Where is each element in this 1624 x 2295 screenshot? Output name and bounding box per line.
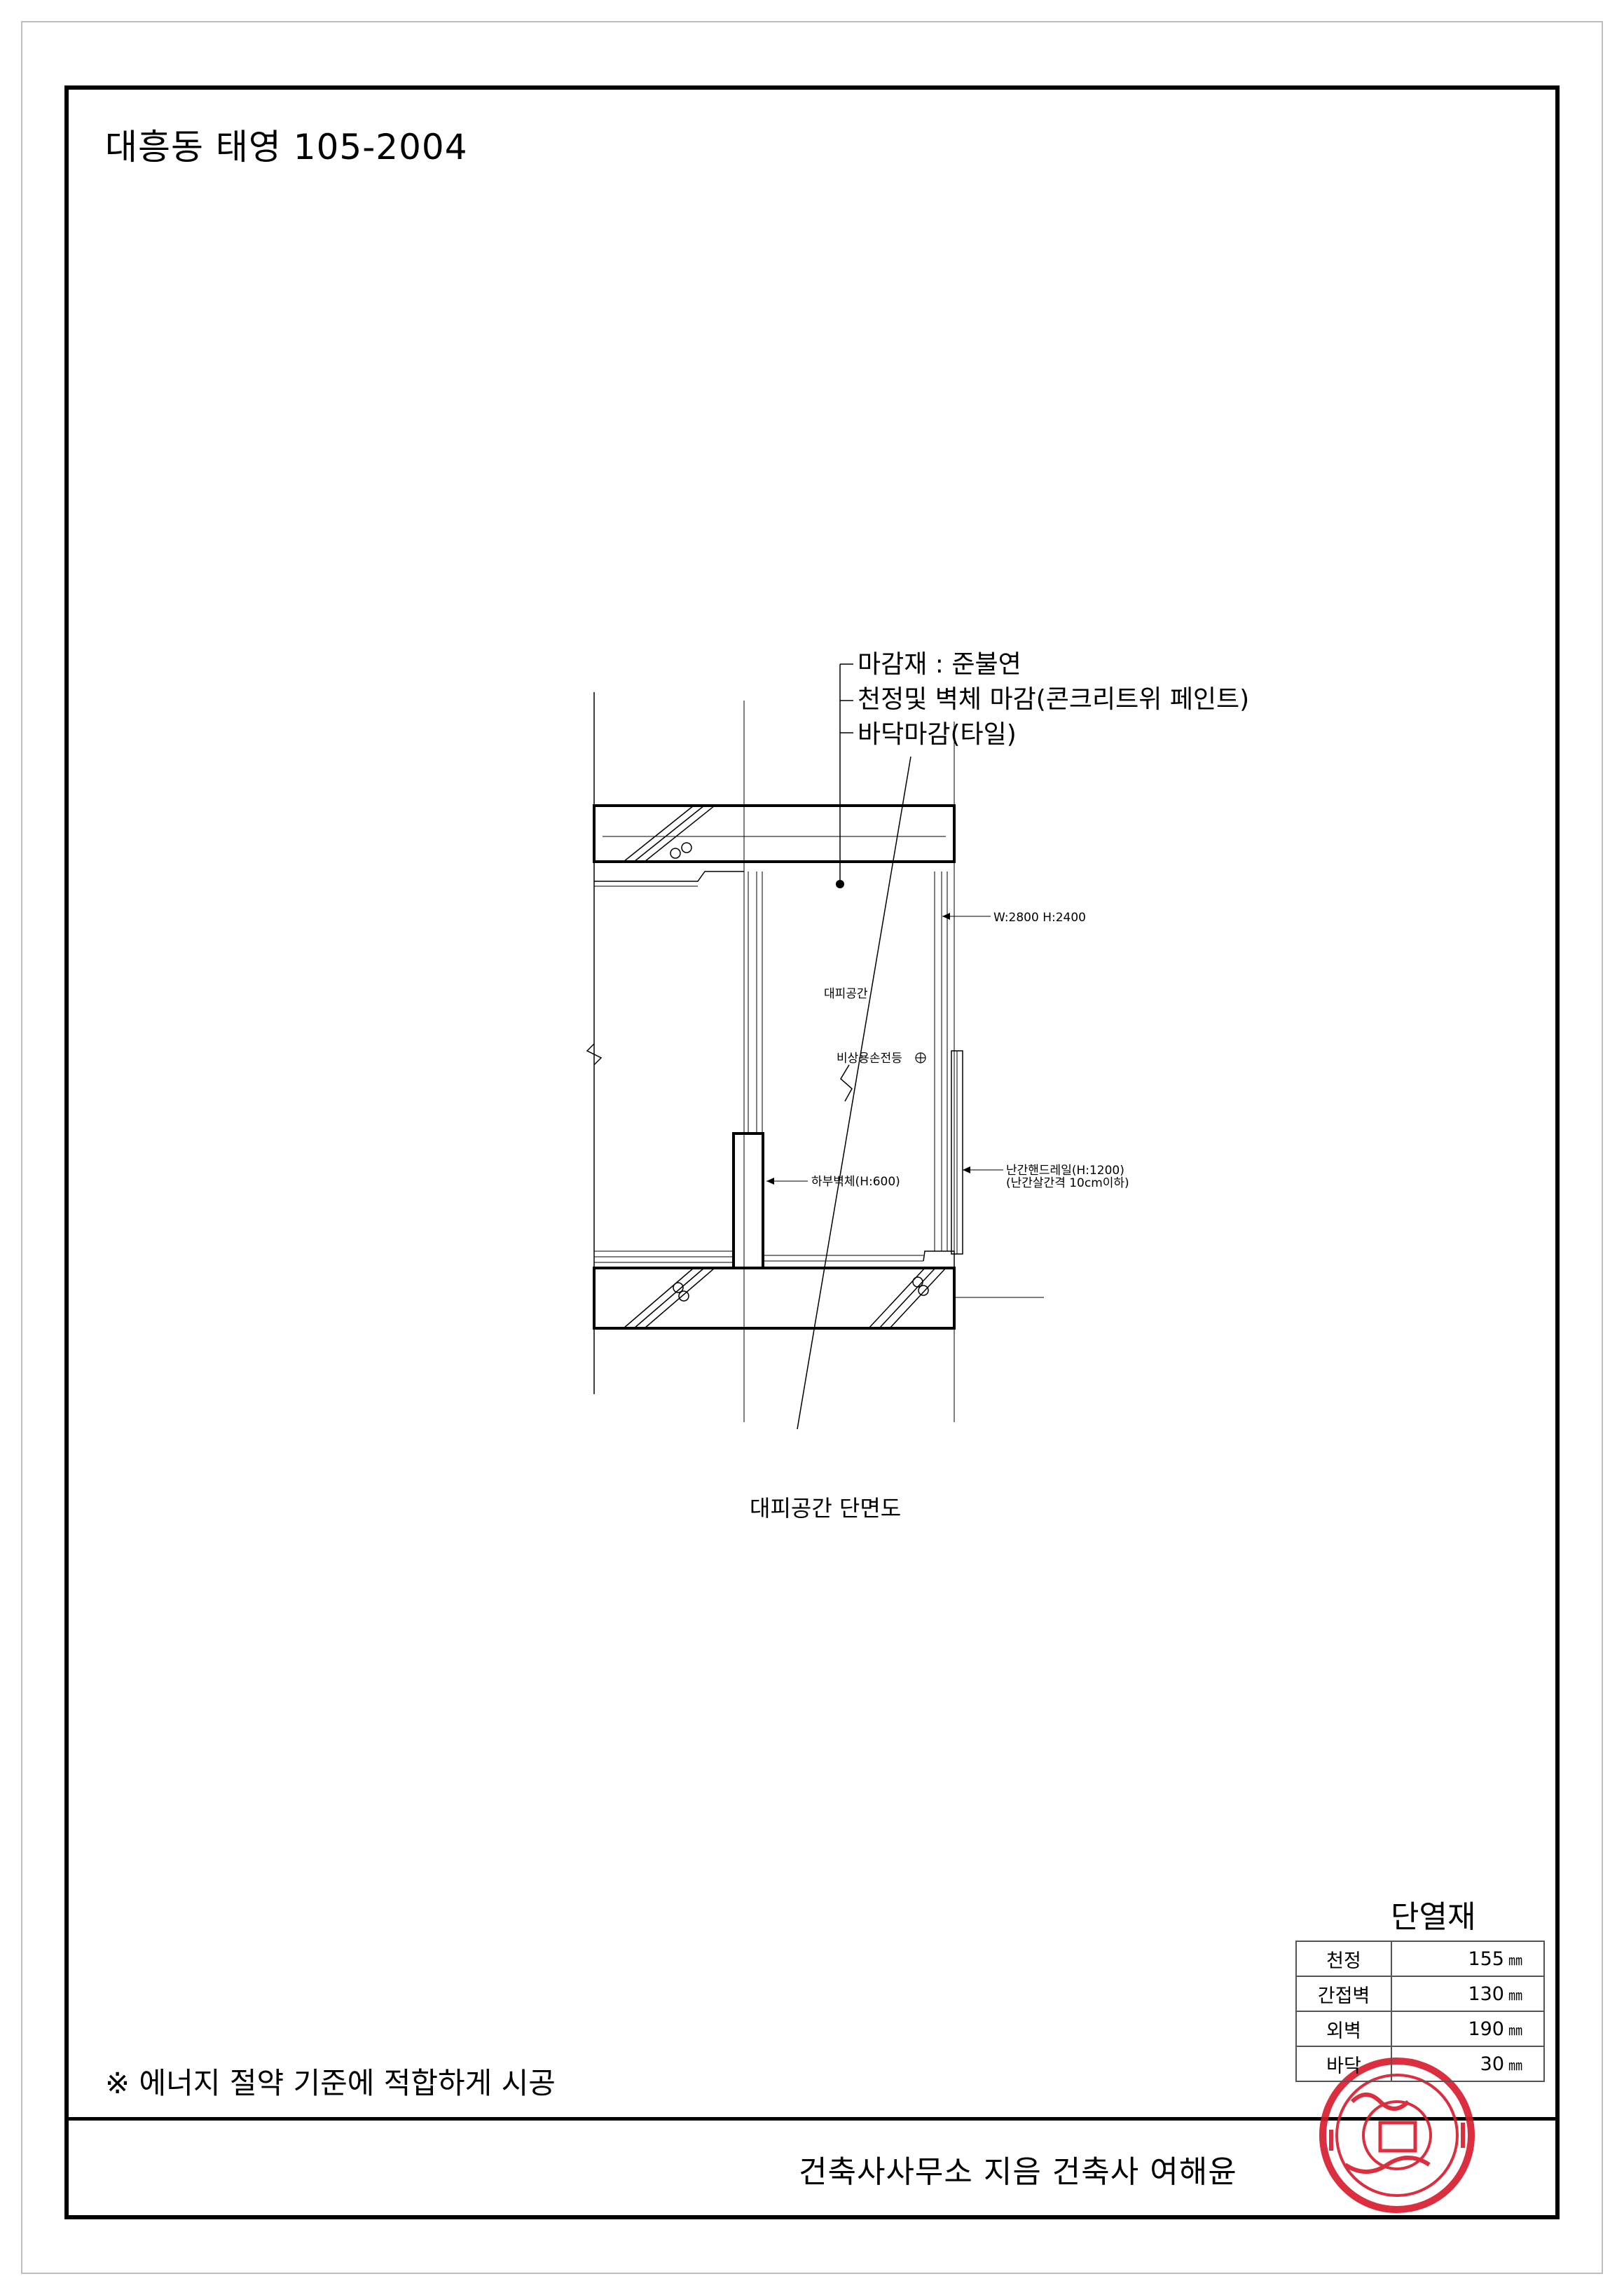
callout-ceiling-wall-finish: 천정및 벽체 마감(콘크리트위 페인트) [858, 685, 1249, 714]
arrow-marker [942, 913, 950, 920]
outer-border [21, 21, 1603, 2274]
section-markers [766, 880, 970, 1185]
insulation-title: 단열재 [1391, 1899, 1476, 1935]
unit-label: ㎜ [1508, 2021, 1522, 2039]
callout-finish-material: 마감재 : 준불연 [858, 650, 1021, 679]
sheet-title: 대흥동 태영 105-2004 [105, 127, 468, 167]
unit-label: ㎜ [1508, 1951, 1522, 1969]
section-geometry [586, 663, 1044, 1430]
emergency-light-symbol [915, 1052, 926, 1063]
insulation-item-name: 바닥 [1295, 2046, 1392, 2082]
insulation-item-name: 간접벽 [1295, 1976, 1392, 2012]
handrail-spacing-label: (난간살간격 10cm이하) [1006, 1176, 1129, 1190]
lower-wall-label: 하부벽체(H:600) [811, 1175, 900, 1189]
handrail-label: 난간핸드레일(H:1200) [1006, 1164, 1124, 1178]
arrow-marker [963, 1166, 970, 1173]
callout-floor-finish: 바닥마감(타일) [858, 720, 1017, 749]
footer-divider [64, 2117, 1560, 2121]
insulation-item-name: 천정 [1295, 1941, 1392, 1977]
unit-label: ㎜ [1508, 1986, 1522, 2004]
energy-note: ※ 에너지 절약 기준에 적합하게 시공 [105, 2066, 556, 2100]
insulation-item-name: 외벽 [1295, 2011, 1392, 2047]
arrow-marker [766, 1178, 774, 1185]
room-label: 대피공간 [824, 987, 868, 1001]
window-size-label: W:2800 H:2400 [993, 911, 1086, 925]
architect-office-footer: 건축사사무소 지음 건축사 여해윤 [799, 2154, 1237, 2190]
drawing-caption: 대피공간 단면도 [750, 1495, 902, 1522]
architect-seal-stamp [1319, 2058, 1475, 2213]
unit-label: ㎜ [1508, 2056, 1522, 2074]
lighting-point-marker [836, 880, 844, 888]
sheet-frame [64, 85, 1560, 2219]
emergency-light-label: 비상용손전등 [837, 1052, 902, 1066]
